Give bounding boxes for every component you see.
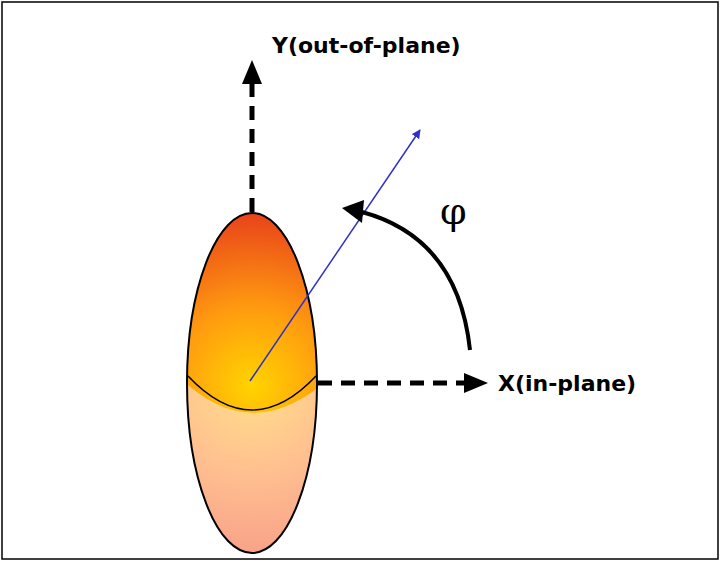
direction-vector xyxy=(250,130,420,381)
y-axis xyxy=(242,60,262,212)
x-axis xyxy=(318,373,488,393)
ellipse-body xyxy=(187,213,317,553)
angle-symbol: φ xyxy=(440,191,467,233)
axis-label: Y(out-of-plane) xyxy=(272,34,461,58)
axis-label: X(in-plane) xyxy=(498,372,636,396)
